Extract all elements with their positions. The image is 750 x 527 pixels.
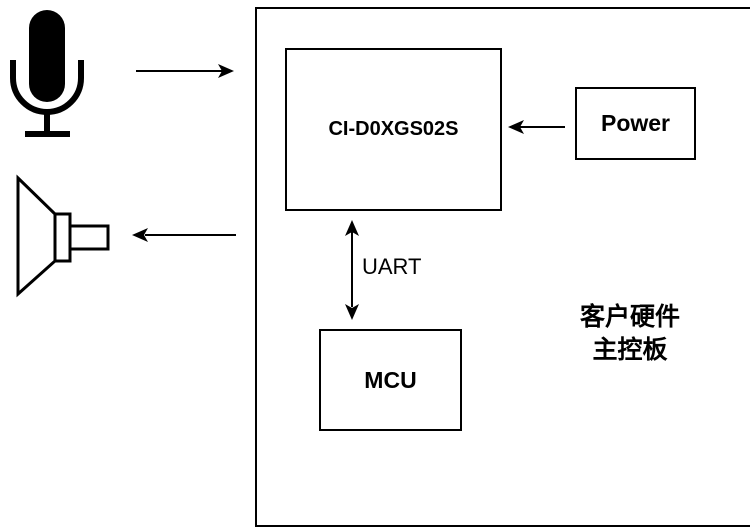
host-board-label-line1: 客户硬件 (579, 302, 680, 331)
chip-module-label: CI-D0XGS02S (328, 118, 459, 140)
mcu-module: MCU (319, 329, 462, 431)
uart-label: UART (362, 254, 422, 279)
output-arrow (132, 228, 236, 242)
microphone-capsule (29, 10, 65, 102)
diagram-canvas: 客户硬件 主控板 CI-D0XGS02S Power UART MCU (10, 7, 750, 527)
mcu-module-label: MCU (364, 366, 417, 393)
chip-module: CI-D0XGS02S (285, 48, 502, 211)
input-arrow (136, 64, 234, 78)
power-supply-label: Power (600, 110, 671, 136)
power-arrow (508, 120, 565, 134)
power-supply: Power (575, 87, 696, 160)
host-board-label: 客户硬件 主控板 (540, 300, 720, 380)
speaker-magnet (68, 224, 110, 251)
speaker-icon (16, 174, 110, 298)
microphone-icon (10, 10, 84, 137)
uart-link (345, 220, 359, 320)
host-board-label-line2: 主控板 (592, 335, 668, 364)
